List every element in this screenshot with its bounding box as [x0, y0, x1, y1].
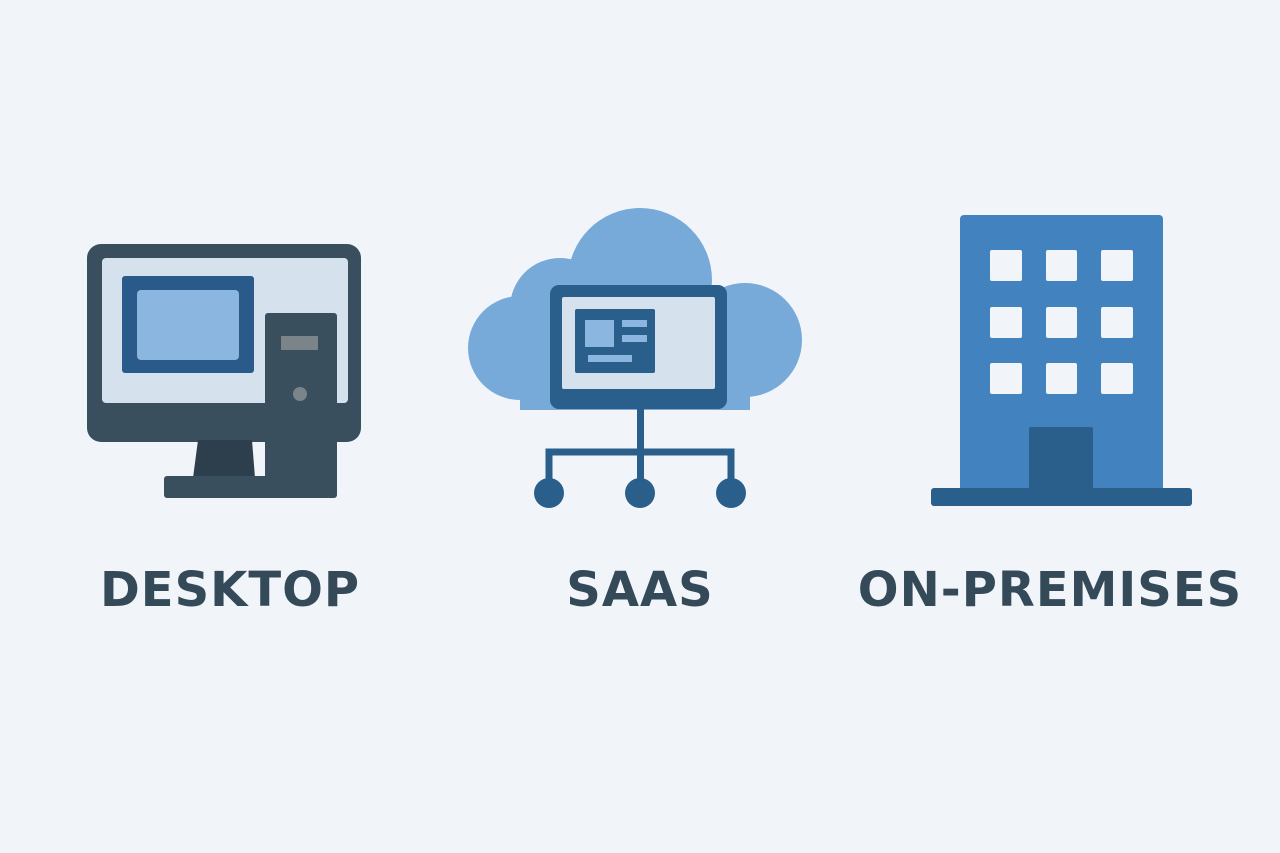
on-premises-label: ON-PREMISES [857, 562, 1243, 618]
saas-label: SAAS [566, 562, 714, 618]
desktop-computer-icon [87, 244, 361, 498]
office-building-icon [931, 215, 1192, 506]
cloud-network-icon [468, 208, 802, 508]
desktop-label: DESKTOP [99, 562, 361, 618]
